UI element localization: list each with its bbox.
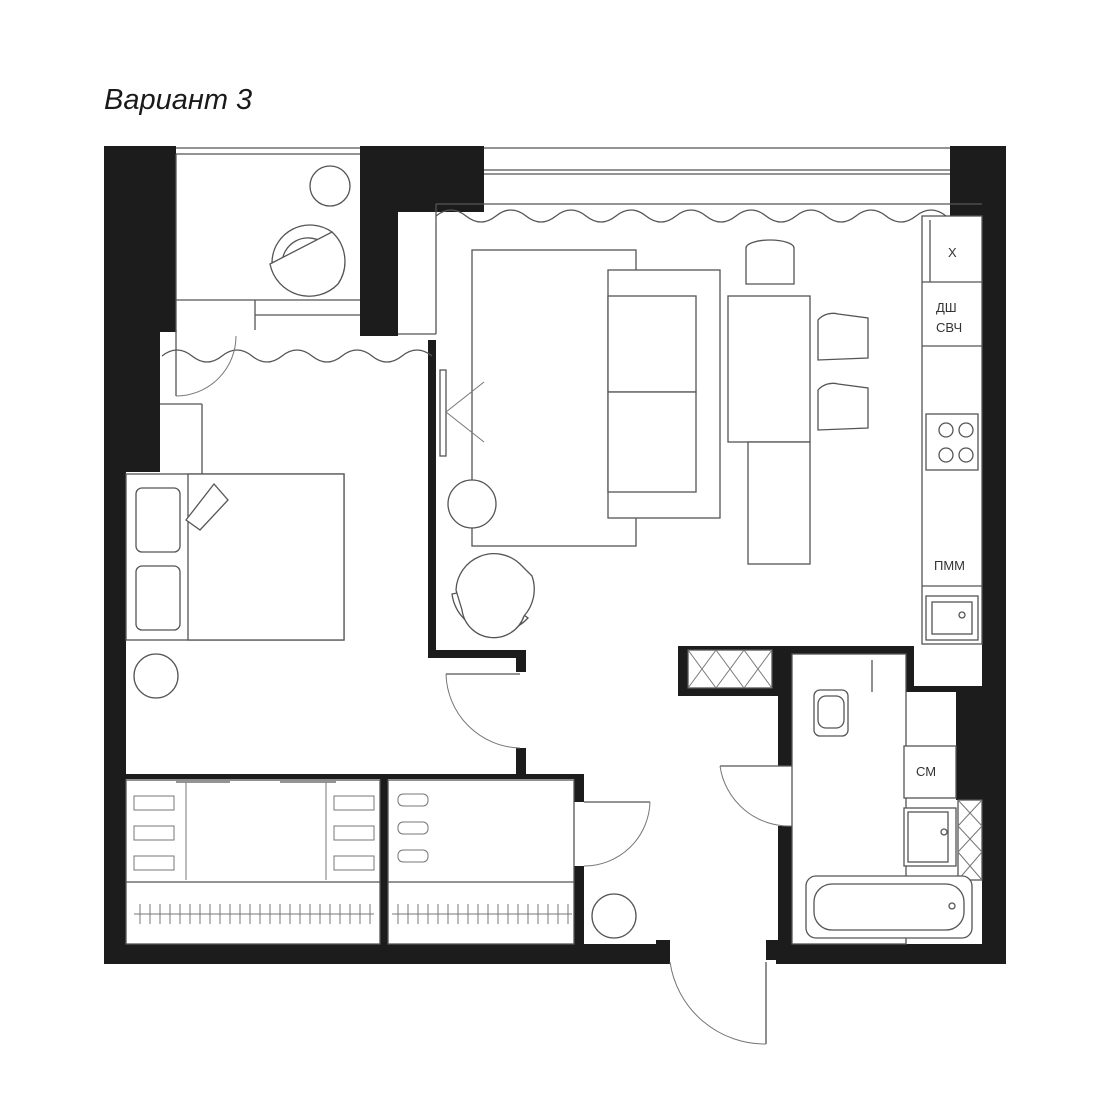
washer-label: СМ <box>916 764 936 779</box>
kitchen: Х ДШ СВЧ ПММ <box>921 215 983 645</box>
bathroom-sink <box>903 807 957 867</box>
dishwasher2-label: ПММ <box>934 558 965 573</box>
balcony-chair-seat <box>269 231 346 297</box>
living-room <box>398 203 982 639</box>
kitchen-sink <box>925 595 979 641</box>
bathroom: СМ <box>791 653 973 945</box>
hallway-pouf <box>591 893 637 939</box>
balcony-table <box>309 165 351 207</box>
microwave-label: СВЧ <box>936 320 962 335</box>
dining-chair-1 <box>745 239 795 285</box>
bathtub <box>805 875 973 939</box>
bedroom <box>125 403 521 749</box>
fridge-label: Х <box>948 245 957 260</box>
dining <box>727 239 869 565</box>
walls <box>104 146 1006 964</box>
side-table <box>447 479 497 529</box>
balcony <box>175 154 351 397</box>
shoes <box>397 793 429 863</box>
folded-clothes-left <box>133 795 375 871</box>
pillow-1 <box>135 487 181 553</box>
dining-chair-2 <box>817 312 869 361</box>
plan-title: Вариант 3 <box>104 84 253 116</box>
dishwasher-label: ДШ <box>936 300 957 315</box>
bedroom-stool <box>133 653 179 699</box>
washing-machine <box>903 745 957 799</box>
curtains <box>161 209 947 363</box>
dining-table <box>727 295 811 443</box>
hanging-rail-left <box>134 904 374 924</box>
dining-chair-3 <box>817 382 869 431</box>
pillow-2 <box>135 565 181 631</box>
hanging-rail-right <box>392 904 572 924</box>
hallway <box>583 765 793 1045</box>
wardrobes <box>125 779 575 945</box>
cooktop <box>925 413 979 471</box>
tv-panel <box>439 369 447 457</box>
windows <box>176 147 950 330</box>
